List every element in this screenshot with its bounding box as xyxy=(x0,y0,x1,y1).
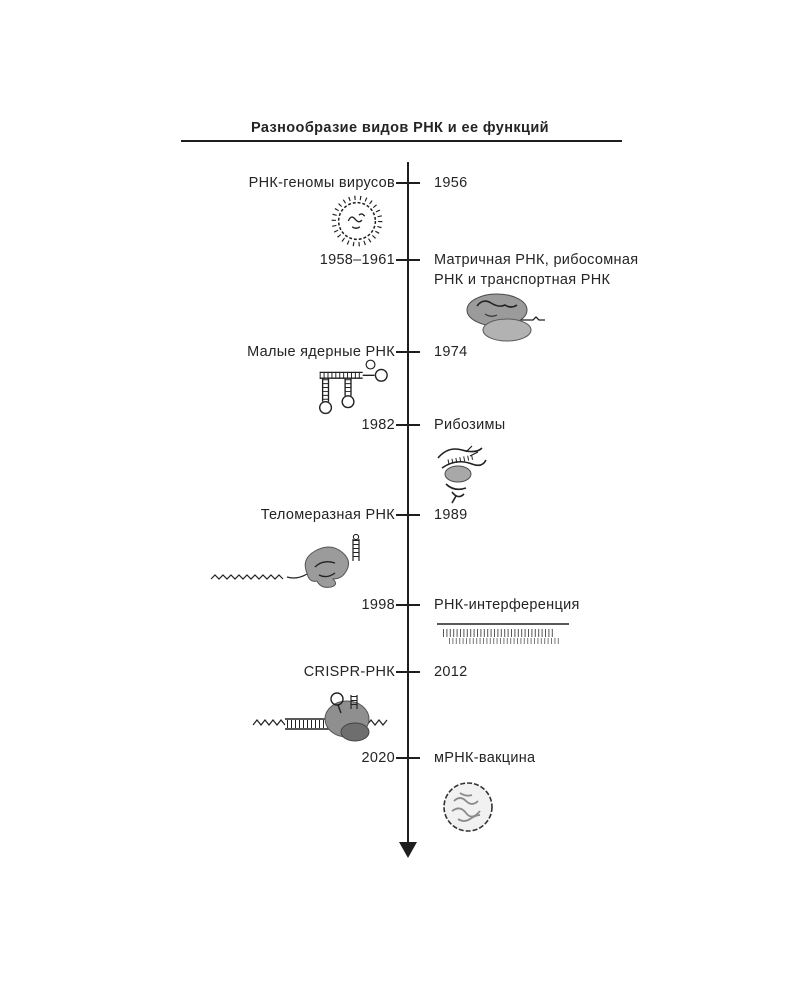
timeline-event-label: Рибозимы xyxy=(434,417,506,433)
timeline-event-label: РНК-интерференция xyxy=(434,597,580,613)
timeline-event-label: CRISPR-РНК xyxy=(303,664,395,680)
timeline-year: 1974 xyxy=(434,344,468,360)
timeline-event-label: РНК-геномы вирусов xyxy=(248,175,395,191)
ribosome-icon xyxy=(455,288,547,346)
telomerase-icon xyxy=(207,533,393,593)
rna-interference-icon xyxy=(435,621,571,648)
timeline-year: 2020 xyxy=(361,750,395,766)
timeline-tick xyxy=(396,259,420,261)
timeline-event-label: Теломеразная РНК xyxy=(260,507,395,523)
crispr-icon xyxy=(251,691,393,749)
timeline-year: 1982 xyxy=(361,417,395,433)
timeline-event-label: Малые ядерные РНК xyxy=(247,344,395,360)
timeline-tick xyxy=(396,757,420,759)
title-underline xyxy=(181,140,622,142)
timeline-arrow-icon xyxy=(399,842,417,858)
virus-icon xyxy=(328,192,386,250)
timeline-tick xyxy=(396,671,420,673)
timeline-tick xyxy=(396,424,420,426)
timeline-year: 1989 xyxy=(434,507,468,523)
mrna-vaccine-icon xyxy=(440,779,496,835)
ribozyme-icon xyxy=(428,438,492,504)
timeline-tick xyxy=(396,351,420,353)
timeline-event-label: Матричная РНК, рибосомная РНК и транспор… xyxy=(434,252,639,288)
timeline-tick xyxy=(396,182,420,184)
timeline-tick xyxy=(396,604,420,606)
snrna-icon xyxy=(306,358,394,420)
timeline-year: 1998 xyxy=(361,597,395,613)
page-title: Разнообразие видов РНК и ее функций xyxy=(251,120,549,136)
timeline-year: 1956 xyxy=(434,175,468,191)
timeline-event-label: мРНК-вакцина xyxy=(434,750,536,766)
timeline-tick xyxy=(396,514,420,516)
timeline-year: 2012 xyxy=(434,664,468,680)
timeline-axis xyxy=(407,162,409,843)
timeline-year: 1958–1961 xyxy=(319,252,395,268)
